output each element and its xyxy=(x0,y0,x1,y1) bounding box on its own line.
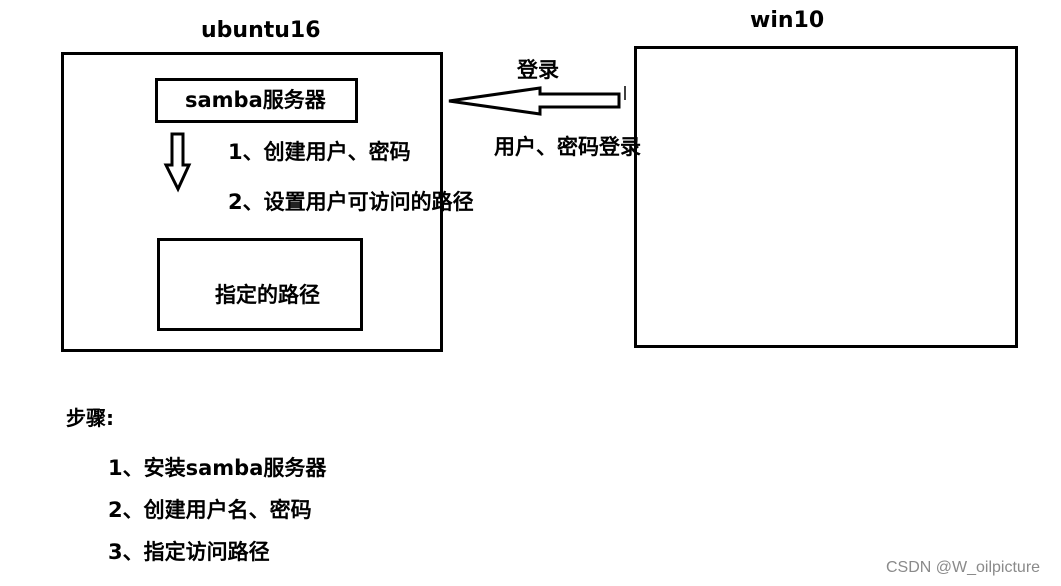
win10-machine-box xyxy=(634,46,1018,348)
steps-item-specify-path: 3、指定访问路径 xyxy=(108,540,270,564)
steps-item-install-samba: 1、安装samba服务器 xyxy=(108,456,327,480)
ubuntu-step-create-user: 1、创建用户、密码 xyxy=(228,140,411,164)
specified-path-box xyxy=(157,238,363,331)
login-label: 登录 xyxy=(517,58,559,82)
login-arrow-left-icon xyxy=(448,86,621,116)
down-arrow-icon xyxy=(163,132,192,193)
ubuntu-step-set-path: 2、设置用户可访问的路径 xyxy=(228,190,474,214)
steps-heading: 步骤: xyxy=(66,406,114,430)
csdn-watermark: CSDN @W_oilpicture xyxy=(886,559,1041,576)
steps-item-create-user: 2、创建用户名、密码 xyxy=(108,498,312,522)
ubuntu-title: ubuntu16 xyxy=(201,18,321,43)
samba-server-box xyxy=(155,78,358,123)
ubuntu-machine-box xyxy=(61,52,443,352)
specified-path-label: 指定的路径 xyxy=(215,283,320,307)
samba-server-label: samba服务器 xyxy=(185,88,326,112)
win10-title: win10 xyxy=(750,8,825,33)
credentials-login-label: 用户、密码登录 xyxy=(494,135,641,159)
